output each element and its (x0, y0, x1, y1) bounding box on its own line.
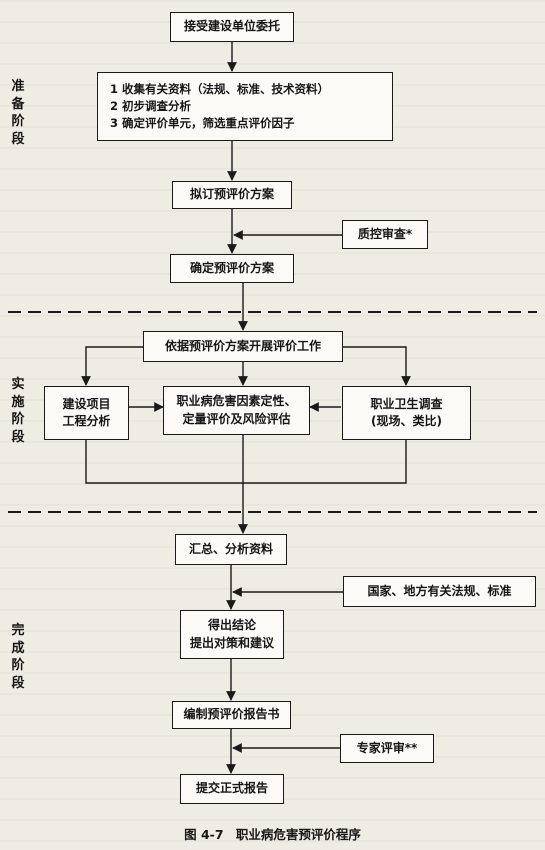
node-label-line: 定量评价及风险评估 (182, 411, 291, 426)
node-label: 接受建设单位委托 (183, 19, 280, 34)
node-accept-commission: 接受建设单位委托 (170, 12, 294, 42)
collect-step-2: 2 初步调查分析 (110, 99, 192, 114)
node-qc-review: 质控审查* (342, 220, 428, 249)
stage-label-completion: 完 成 阶 段 (10, 622, 26, 692)
stage-char: 备 (11, 96, 25, 112)
node-label: 拟订预评价方案 (189, 187, 274, 202)
node-expert-review: 专家评审** (340, 734, 434, 763)
node-health-survey: 职业卫生调查 (现场、类比) (342, 386, 471, 440)
node-collect-data: 1 收集有关资料（法规、标准、技术资料） 2 初步调查分析 3 确定评价单元，筛… (97, 72, 393, 141)
stage-char: 阶 (11, 658, 25, 674)
stage-char: 实 (11, 377, 25, 392)
node-project-analysis: 建设项目 工程分析 (44, 386, 129, 440)
figure-caption: 图 4-7 职业病危害预评价程序 (0, 824, 545, 843)
node-draft-plan: 拟订预评价方案 (172, 181, 292, 209)
stage-char: 施 (11, 394, 25, 410)
node-regulations: 国家、地方有关法规、标准 (343, 576, 536, 607)
figure-title: 职业病危害预评价程序 (235, 827, 361, 842)
node-label-line: 提出对策和建议 (189, 635, 274, 650)
stage-char: 段 (11, 675, 25, 691)
node-label: 确定预评价方案 (189, 260, 274, 275)
node-label-line: 工程分析 (62, 414, 111, 428)
stage-char: 准 (11, 79, 25, 94)
node-conclusion: 得出结论 提出对策和建议 (180, 610, 284, 659)
node-label-line: 建设项目 (62, 396, 111, 411)
node-label: 汇总、分析资料 (188, 541, 273, 556)
stage-char: 完 (11, 623, 25, 638)
stage-char: 阶 (11, 412, 25, 428)
stage-char: 阶 (11, 114, 25, 130)
branch-to-project-analysis (81, 346, 143, 386)
node-label: 专家评审** (356, 740, 418, 755)
node-label: 国家、地方有关法规、标准 (367, 583, 512, 598)
node-confirm-plan: 确定预评价方案 (170, 254, 294, 283)
node-hazard-evaluation: 职业病危害因素定性、 定量评价及风险评估 (163, 386, 310, 435)
node-summarize: 汇总、分析资料 (175, 534, 287, 565)
node-label-line: 得出结论 (207, 618, 256, 633)
node-execute-evaluation: 依据预评价方案开展评价工作 (143, 331, 343, 362)
node-label-line: 职业病危害因素定性、 (176, 394, 297, 409)
node-label: 提交正式报告 (195, 781, 268, 796)
node-label-line: 职业卫生调查 (370, 396, 443, 411)
stage-label-implementation: 实 施 阶 段 (10, 376, 26, 446)
stage-label-preparation: 准 备 阶 段 (10, 78, 26, 148)
node-label-line: (现场、类比) (371, 414, 442, 428)
stage-char: 段 (11, 131, 25, 147)
node-label: 编制预评价报告书 (183, 707, 280, 722)
node-submit-report: 提交正式报告 (180, 774, 284, 804)
figure-number: 图 4-7 (184, 827, 224, 842)
node-label: 依据预评价方案开展评价工作 (164, 338, 321, 353)
node-label: 质控审查* (357, 226, 413, 241)
branch-to-health-survey (343, 346, 411, 386)
collect-step-1: 1 收集有关资料（法规、标准、技术资料） (110, 82, 330, 97)
collect-step-3: 3 确定评价单元，筛选重点评价因子 (110, 115, 295, 130)
merge-line (85, 440, 407, 484)
stage-char: 成 (11, 640, 25, 656)
node-compile-report: 编制预评价报告书 (172, 701, 291, 729)
stage-char: 段 (11, 429, 25, 445)
